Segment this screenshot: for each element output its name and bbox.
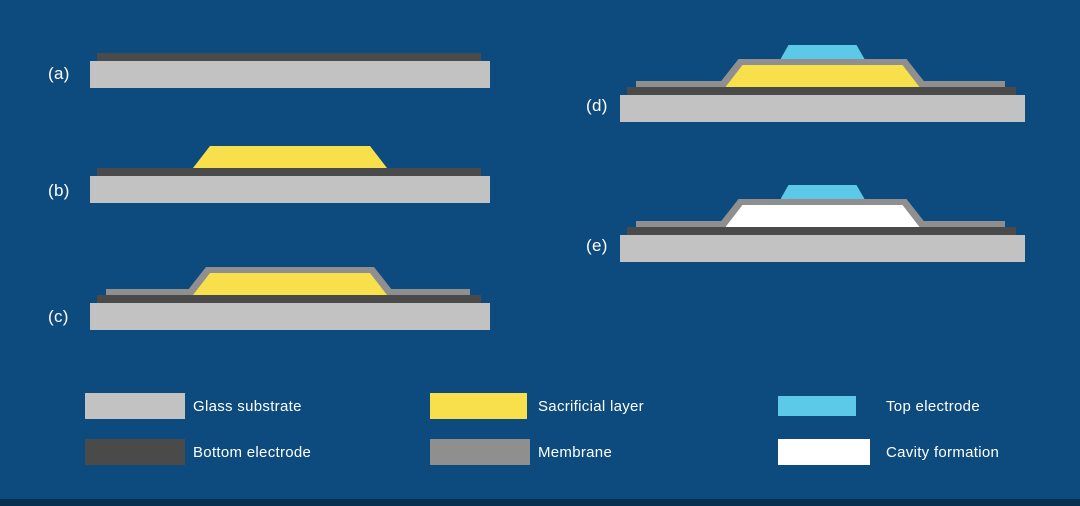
glass-substrate-layer <box>90 61 490 88</box>
top-electrode-layer <box>781 185 865 199</box>
top-electrode-layer <box>781 45 865 59</box>
diagram-step-b <box>90 146 490 203</box>
legend-label-bottom-electrode: Bottom electrode <box>193 443 312 461</box>
legend-item-bottom-electrode: Bottom electrode <box>85 438 311 466</box>
bottom-accent-bar <box>0 499 1080 506</box>
diagram-step-d <box>620 45 1025 122</box>
step-label-b: (b) <box>48 181 70 200</box>
cavity-formation-swatch <box>778 439 870 465</box>
bottom-electrode-swatch <box>85 439 185 465</box>
legend-item-sacrificial-layer: Sacrificial layer <box>430 392 644 420</box>
bottom-electrode-layer <box>97 168 481 176</box>
sacrificial-layer <box>193 146 387 168</box>
step-label-a: (a) <box>48 64 70 83</box>
glass-substrate-layer <box>620 95 1025 122</box>
bottom-electrode-layer <box>97 295 481 303</box>
diagram-step-e <box>620 185 1025 262</box>
bottom-electrode-layer <box>627 227 1016 235</box>
top-electrode-swatch <box>778 396 856 416</box>
sacrificial-layer-swatch <box>430 393 527 419</box>
legend-label-glass-substrate: Glass substrate <box>193 397 302 415</box>
swatch-box <box>778 439 878 465</box>
legend-item-top-electrode: Top electrode <box>778 392 980 420</box>
swatch-box <box>430 393 530 419</box>
swatch-box <box>85 393 185 419</box>
glass-substrate-swatch <box>85 393 185 419</box>
swatch-box <box>778 396 878 416</box>
cavity-layer <box>726 205 920 227</box>
legend-item-membrane: Membrane <box>430 438 612 466</box>
step-label-c: (c) <box>48 307 69 326</box>
legend-item-cavity-formation: Cavity formation <box>778 438 999 466</box>
swatch-box <box>430 439 530 465</box>
sacrificial-layer <box>726 65 920 87</box>
legend-label-cavity-formation: Cavity formation <box>886 443 1000 461</box>
glass-substrate-layer <box>90 176 490 203</box>
diagram-step-a <box>90 53 490 88</box>
legend-label-top-electrode: Top electrode <box>886 397 980 415</box>
swatch-box <box>85 439 185 465</box>
step-label-e: (e) <box>586 236 608 255</box>
step-label-d: (d) <box>586 96 608 115</box>
glass-substrate-layer <box>620 235 1025 262</box>
legend-label-sacrificial-layer: Sacrificial layer <box>538 397 644 415</box>
legend-label-membrane: Membrane <box>538 443 613 461</box>
legend-item-glass-substrate: Glass substrate <box>85 392 302 420</box>
bottom-electrode-layer <box>627 87 1016 95</box>
sacrificial-layer <box>193 273 387 295</box>
bottom-electrode-layer <box>97 53 481 61</box>
glass-substrate-layer <box>90 303 490 330</box>
membrane-swatch <box>430 439 530 465</box>
diagram-step-c <box>90 267 490 330</box>
